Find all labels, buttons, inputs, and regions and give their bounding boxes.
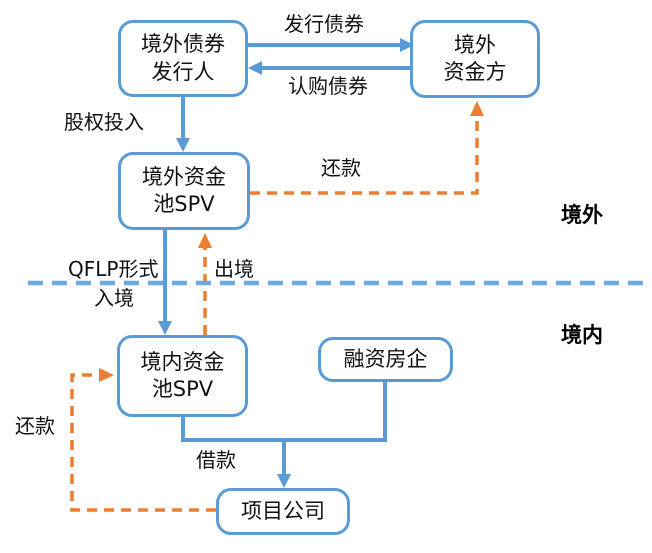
label-equity-injection: 股权投入 — [64, 110, 144, 134]
repayment-offshore-line — [250, 114, 479, 195]
equity-injection-arrowhead — [176, 138, 190, 152]
label-outbound: 出境 — [214, 257, 254, 281]
repayment-offshore-arrowhead — [470, 101, 484, 116]
node-project-company[interactable]: 项目公司 — [216, 488, 350, 535]
label-loan: 借款 — [196, 448, 236, 472]
label-subscribe-bond: 认购债券 — [288, 74, 368, 98]
label-issue-bond: 发行债券 — [284, 12, 364, 36]
label-repayment-offshore: 还款 — [321, 156, 361, 180]
subscribe-bond-arrowhead — [248, 61, 262, 75]
node-offshore-bond-issuer[interactable]: 境外债券 发行人 — [118, 20, 248, 97]
loan-arrowhead — [277, 474, 291, 488]
node-offshore-pool-spv[interactable]: 境外资金 池SPV — [118, 152, 250, 230]
label-repayment-onshore: 还款 — [15, 414, 55, 438]
node-offshore-funder[interactable]: 境外 资金方 — [410, 20, 540, 98]
label-inbound: 入境 — [94, 286, 134, 310]
issue-bond-arrowhead — [400, 38, 414, 52]
node-financing-developer[interactable]: 融资房企 — [318, 337, 453, 382]
repayment-onshore-arrowhead — [99, 368, 114, 382]
label-qflp-mode: QFLP形式 — [68, 257, 159, 281]
qflp-inbound-arrowhead — [158, 321, 172, 335]
node-onshore-pool-spv[interactable]: 境内资金 池SPV — [117, 335, 248, 417]
label-region-offshore: 境外 — [561, 203, 603, 227]
outbound-arrowhead — [198, 233, 212, 248]
label-region-onshore: 境内 — [561, 323, 603, 347]
repayment-onshore-line — [70, 373, 216, 512]
